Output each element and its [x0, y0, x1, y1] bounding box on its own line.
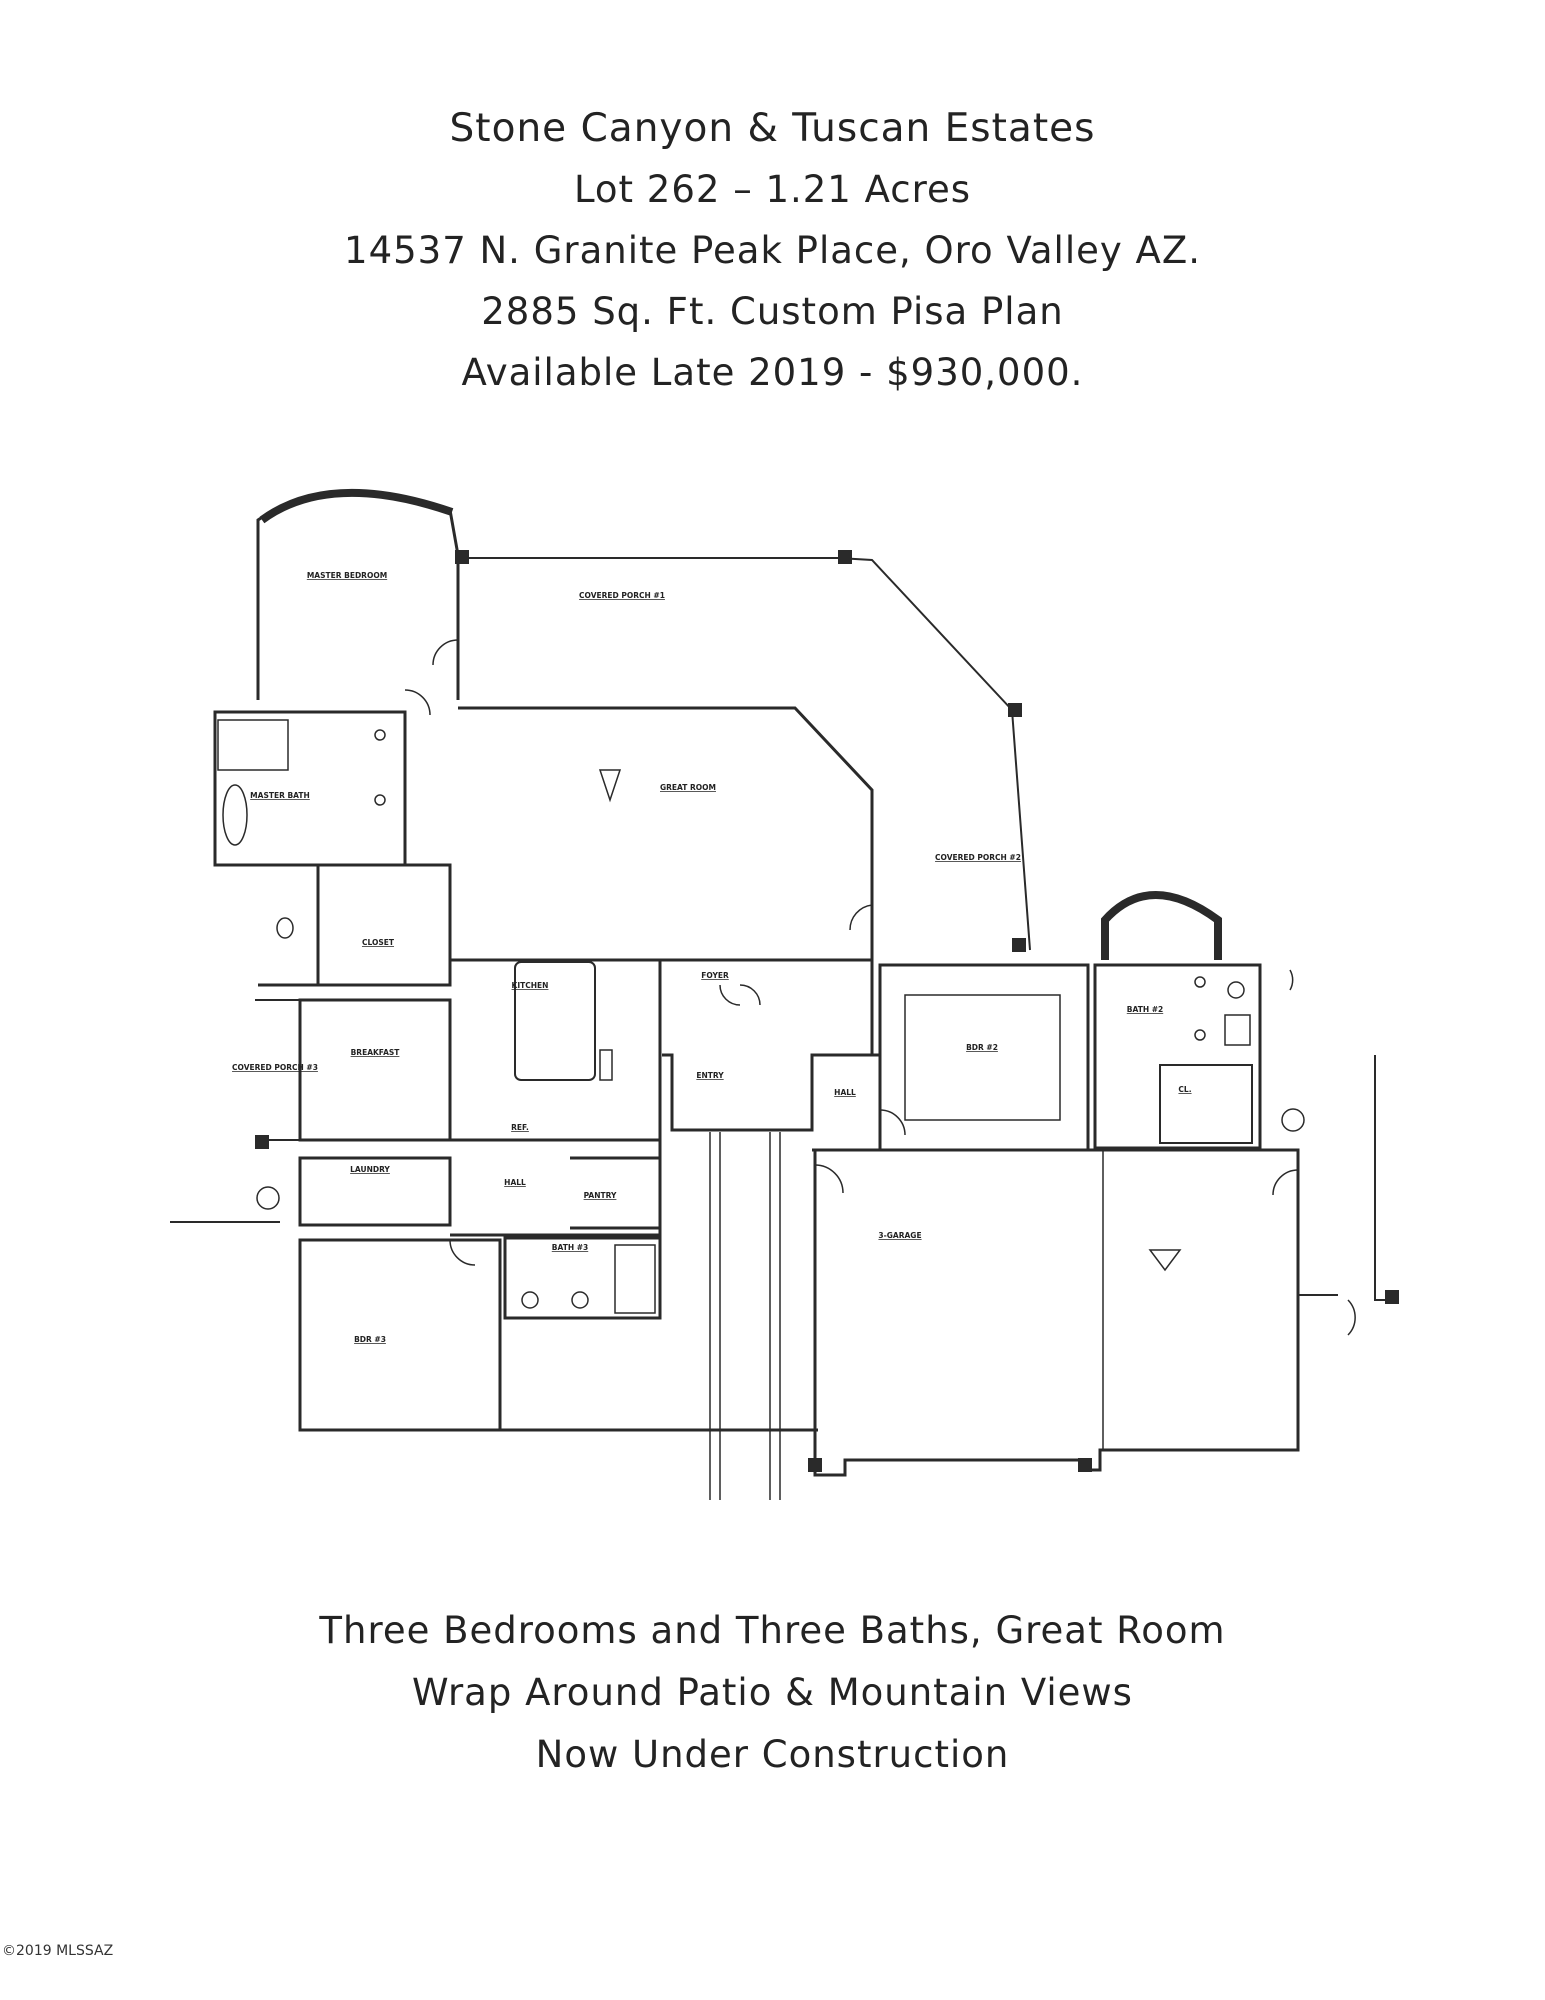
- label-hall-left: HALL: [504, 1178, 526, 1187]
- toilet-icon: [571, 1291, 589, 1309]
- column-posts: [255, 550, 1399, 1472]
- sink-icon: [1194, 1029, 1206, 1041]
- range-icon: [599, 1049, 613, 1081]
- foyer-walls: [662, 958, 874, 1132]
- bdr-2-tray-ceiling: [904, 994, 1061, 1121]
- lot-info: Lot 262 – 1.21 Acres: [573, 168, 972, 211]
- master-bedroom-arch: [259, 488, 454, 524]
- property-address: 14537 N. Granite Peak Place, Oro Valley …: [344, 229, 1201, 272]
- bdr-3-walls: [298, 1238, 502, 1432]
- washer-icon: [1227, 981, 1245, 999]
- label-cl: CL.: [1178, 1085, 1191, 1094]
- shower-icon: [614, 1244, 656, 1314]
- label-breakfast: BREAKFAST: [351, 1048, 401, 1057]
- bdr-2-walls: [878, 963, 1090, 1152]
- label-closet: CLOSET: [362, 938, 395, 947]
- label-covered-porch-2: COVERED PORCH #2: [935, 853, 1021, 862]
- sink-icon: [521, 1291, 539, 1309]
- hall-right-walls: [812, 1053, 882, 1152]
- sink-icon: [1194, 976, 1206, 988]
- copyright-watermark: ©2019 MLSSAZ: [2, 1943, 114, 1959]
- hall-left-walls: [450, 1138, 662, 1237]
- garage-walls: [813, 1148, 1300, 1477]
- fixtures: [217, 719, 1305, 1314]
- door-swings: [404, 639, 1356, 1336]
- label-master-bath: MASTER BATH: [250, 791, 310, 800]
- laundry-walls: [298, 1156, 452, 1227]
- covered-porch-3-outline: [255, 999, 301, 1141]
- listing-footer: Three Bedrooms and Three Baths, Great Ro…: [0, 1600, 1545, 1786]
- shower-icon: [217, 719, 289, 771]
- label-ref: REF.: [511, 1123, 529, 1132]
- label-hall-right: HALL: [834, 1088, 856, 1097]
- closet-walls: [316, 863, 452, 987]
- listing-header: Stone Canyon & Tuscan Estates Lot 262 – …: [0, 98, 1545, 403]
- walls: [170, 488, 1395, 1500]
- ac-unit-icon: [256, 1186, 280, 1210]
- tub-icon: [222, 784, 248, 846]
- room-labels: MASTER BEDROOM COVERED PORCH #1 GREAT RO…: [232, 571, 1192, 1344]
- label-covered-porch-1: COVERED PORCH #1: [579, 591, 665, 600]
- plan-info: 2885 Sq. Ft. Custom Pisa Plan: [481, 290, 1064, 333]
- label-entry: ENTRY: [696, 1071, 724, 1080]
- kitchen-island: [514, 961, 596, 1081]
- cl-walls: [1159, 1064, 1253, 1144]
- label-laundry: LAUNDRY: [350, 1165, 390, 1174]
- fireplace-icon: [598, 769, 622, 803]
- kitchen-walls: [450, 958, 662, 1142]
- pantry-walls: [570, 1156, 662, 1230]
- bath-2-walls: [1093, 963, 1262, 1150]
- dryer-icon: [1224, 1014, 1251, 1046]
- label-bath-3: BATH #3: [552, 1243, 588, 1252]
- label-master-bedroom: MASTER BEDROOM: [307, 571, 387, 580]
- wc-walls: [258, 863, 320, 987]
- fence-right: [1374, 1055, 1395, 1301]
- attic-icon: [1148, 1249, 1182, 1272]
- ac-unit-icon: [1281, 1108, 1305, 1132]
- label-garage: 3-GARAGE: [878, 1231, 921, 1240]
- breakfast-walls: [298, 998, 452, 1142]
- label-foyer: FOYER: [701, 971, 729, 980]
- bath-3-walls: [503, 1236, 662, 1320]
- label-kitchen: KITCHEN: [512, 981, 549, 990]
- master-bath-walls: [213, 710, 407, 867]
- features-line-2: Wrap Around Patio & Mountain Views: [412, 1671, 1133, 1714]
- walkway: [709, 1132, 781, 1500]
- label-bdr-2: BDR #2: [966, 1043, 998, 1052]
- label-bath-2: BATH #2: [1127, 1005, 1163, 1014]
- master-bedroom-walls: [256, 490, 460, 700]
- sink-icon: [374, 729, 386, 741]
- community-title: Stone Canyon & Tuscan Estates: [449, 106, 1096, 151]
- covered-porch-1-outline: [458, 557, 1031, 951]
- label-great-room: GREAT ROOM: [660, 783, 716, 792]
- features-line-1: Three Bedrooms and Three Baths, Great Ro…: [319, 1609, 1226, 1652]
- construction-status: Now Under Construction: [535, 1733, 1010, 1776]
- toilet-icon: [276, 917, 294, 939]
- bath-2-alcove: [1101, 891, 1222, 960]
- sink-icon: [374, 794, 386, 806]
- label-pantry: PANTRY: [584, 1191, 617, 1200]
- label-covered-porch-3: COVERED PORCH #3: [232, 1063, 318, 1072]
- availability-price: Available Late 2019 - $930,000.: [461, 351, 1084, 394]
- great-room-walls: [458, 706, 874, 962]
- label-bdr-3: BDR #3: [354, 1335, 386, 1344]
